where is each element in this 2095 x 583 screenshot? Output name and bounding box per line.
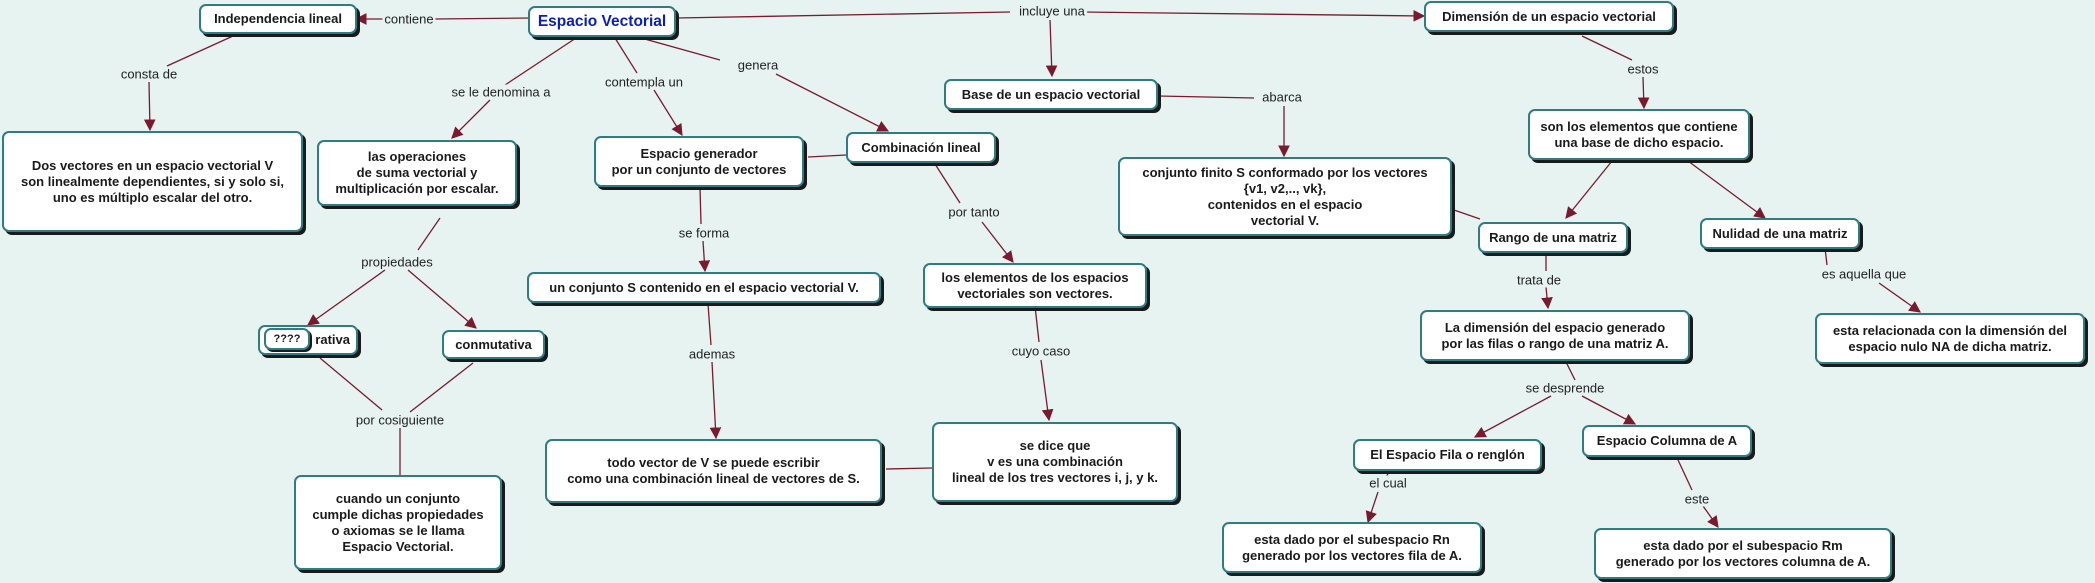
node-son-elementos[interactable]: son los elementos que contiene una base …	[1528, 109, 1750, 160]
edge-tratade-b	[1541, 286, 1553, 310]
edge-contiene-a	[433, 17, 531, 20]
edge-sedesprende-c	[1581, 395, 1637, 425]
node-espacio-vectorial[interactable]: Espacio Vectorial	[528, 6, 676, 37]
node-operaciones[interactable]: las operaciones de suma vectorial y mult…	[317, 140, 517, 206]
edge-consta-a	[166, 35, 234, 67]
edge-portanto-b	[981, 221, 1014, 263]
edge-sedesprende-b	[1473, 395, 1552, 438]
edge-seforma-a	[699, 187, 702, 225]
edge-seforma-b	[698, 240, 711, 273]
node-dos-vectores[interactable]: Dos vectores en un espacio vectorial V s…	[2, 131, 303, 232]
link-label-genera: genera	[735, 57, 781, 73]
node-base[interactable]: Base de un espacio vectorial	[944, 79, 1158, 110]
node-conjunto-finito[interactable]: conjunto finito S conformado por los vec…	[1118, 157, 1452, 236]
node-columna[interactable]: Espacio Columna de A	[1582, 425, 1752, 457]
edge-estos-b	[1637, 76, 1650, 110]
link-label-incluye-una: incluye una	[1017, 3, 1087, 19]
edge-incluye-c	[1045, 19, 1058, 78]
node-combinacion-lineal[interactable]: Combinación lineal	[846, 132, 996, 163]
link-label-consta-de: consta de	[118, 66, 180, 82]
node-independencia-lineal[interactable]: Independencia lineal	[199, 4, 357, 34]
edge-porcons-a	[319, 357, 383, 411]
edge-portanto-a	[934, 163, 961, 204]
link-label-cuyo-caso: cuyo caso	[1009, 343, 1073, 359]
edge-denomina-a	[504, 37, 577, 86]
node-conjunto-s[interactable]: un conjunto S contenido en el espacio ve…	[527, 272, 881, 303]
edge-abarca-a	[1157, 95, 1255, 99]
link-label-por-tanto: por tanto	[946, 204, 1002, 220]
link-label-el-cual: el cual	[1367, 475, 1409, 491]
edge-gen-comb	[807, 154, 847, 158]
node-nulidad[interactable]: Nulidad de una matriz	[1700, 218, 1860, 249]
link-label-abarca: abarca	[1260, 89, 1304, 105]
link-label-es-aquella-que: es aquella que	[1819, 266, 1909, 282]
edge-contempla-b	[653, 89, 683, 136]
node-espacio-generador[interactable]: Espacio generador por un conjunto de vec…	[594, 136, 804, 187]
edge-genera-a	[633, 35, 721, 61]
edge-propiedades-b	[307, 269, 386, 326]
edge-cuyocaso-a	[1034, 305, 1040, 343]
edge-ademas-a	[707, 303, 712, 346]
link-label-contempla-un: contempla un	[602, 74, 686, 90]
edge-elcual-b	[1365, 491, 1379, 524]
edge-incluye-b	[1081, 10, 1426, 22]
edge-este-a	[1677, 459, 1693, 491]
edge-denomina-b	[451, 99, 491, 139]
link-label-por-consiguiente: por cosiguiente	[353, 412, 447, 428]
link-label-contiene: contiene	[382, 11, 436, 27]
node-conmutativa[interactable]: conmutativa	[442, 330, 545, 359]
edge-cuyocaso-b	[1040, 359, 1054, 422]
link-label-se-forma: se forma	[676, 225, 732, 241]
link-label-ademas: ademas	[686, 346, 738, 362]
edge-porcons-b	[409, 362, 474, 413]
edge-esaquella-a	[1824, 247, 1828, 266]
node-rango[interactable]: Rango de una matriz	[1478, 222, 1628, 253]
node-subespacio-rm[interactable]: esta dado por el subespacio Rm generado …	[1594, 528, 1892, 579]
node-unknown[interactable]: ????	[264, 328, 310, 350]
edge-todo-dice	[885, 467, 933, 470]
link-label-se-le-denomina-a: se le denomina a	[449, 84, 553, 100]
node-cuando-conjunto[interactable]: cuando un conjunto cumple dichas propied…	[294, 475, 502, 570]
edge-propiedades-c	[407, 269, 477, 329]
edge-este-b	[1702, 505, 1719, 528]
edge-consta-b	[143, 81, 156, 132]
edge-contempla-a	[614, 37, 638, 74]
link-label-se-desprende: se desprende	[1523, 380, 1607, 396]
edge-sedesprende-a	[1564, 359, 1576, 381]
edge-nulidad-a	[1687, 160, 1766, 219]
link-label-este: este	[1682, 491, 1712, 507]
link-label-estos: estos	[1625, 61, 1661, 77]
node-dimension[interactable]: Dimensión de un espacio vectorial	[1424, 1, 1674, 32]
link-label-propiedades: propiedades	[359, 254, 435, 270]
edge-esaquella-b	[1878, 282, 1921, 313]
edge-rango	[1565, 160, 1613, 219]
node-se-dice-que[interactable]: se dice que v es una combinación lineal …	[932, 422, 1178, 502]
node-dimension-generado[interactable]: La dimensión del espacio generado por la…	[1420, 310, 1690, 361]
node-subespacio-rn[interactable]: esta dado por el subespacio Rn generado …	[1222, 522, 1482, 573]
edge-ademas-b	[709, 361, 722, 440]
link-label-trata-de: trata de	[1514, 272, 1564, 288]
node-todo-vector[interactable]: todo vector de V se puede escribir como …	[545, 439, 882, 503]
node-fila-renglon[interactable]: El Espacio Fila o renglón	[1353, 439, 1542, 471]
edge-estos-a	[1581, 35, 1633, 61]
edge-propiedades-a	[417, 217, 441, 251]
edge-incluye-a	[675, 11, 1011, 19]
node-relacionada[interactable]: esta relacionada con la dimensión del es…	[1815, 313, 2085, 364]
node-elementos-espacios[interactable]: los elementos de los espacios vectoriale…	[923, 263, 1147, 308]
edge-conjunto-rango	[1453, 209, 1481, 220]
edge-genera-b	[775, 73, 890, 132]
